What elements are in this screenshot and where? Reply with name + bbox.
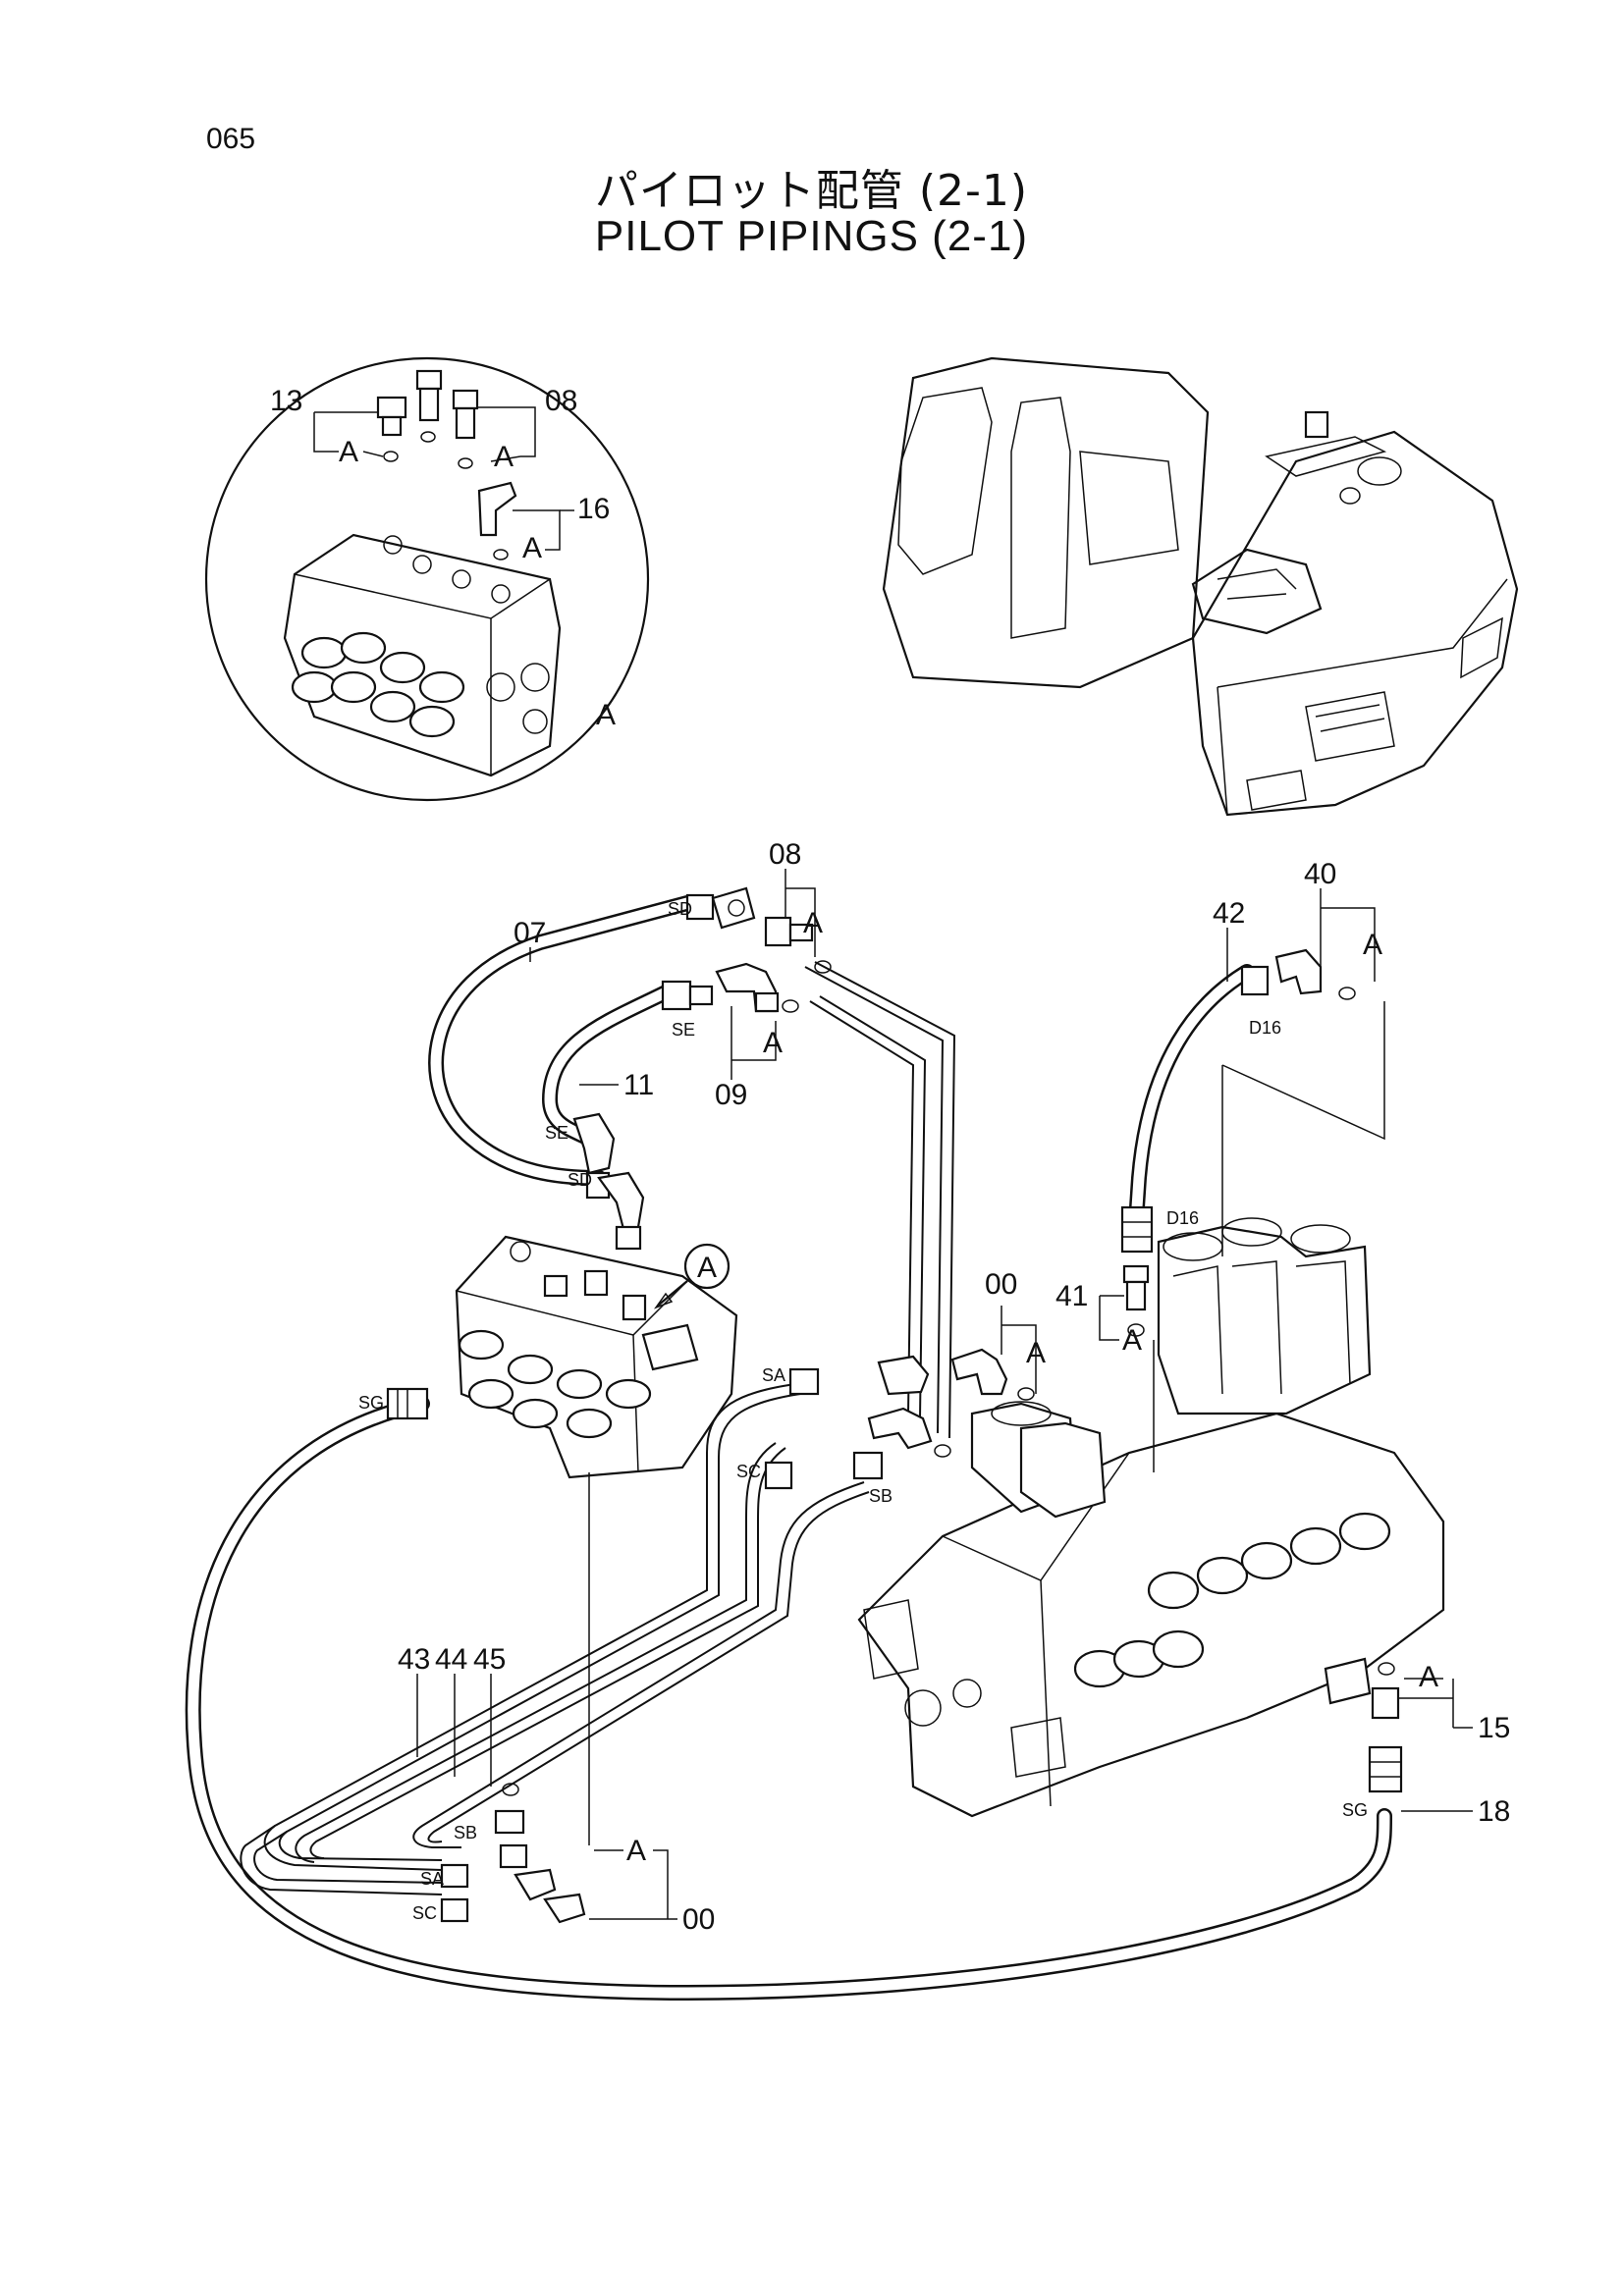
ref-letter-a4: A	[803, 907, 823, 939]
valve-location	[1191, 548, 1323, 635]
detail-oring-2	[420, 431, 436, 443]
hose-07	[428, 895, 695, 1186]
elbow-00-mid	[950, 1348, 1035, 1401]
detail-view-a: 13 A 08 A 16 A A	[204, 356, 650, 802]
fitting-sc-mid	[764, 1461, 793, 1490]
port-sd-1: SD	[668, 899, 692, 919]
pipe-08-run	[804, 961, 956, 1439]
callout-18: 18	[1478, 1795, 1510, 1828]
ref-letter-a7: A	[1122, 1324, 1142, 1357]
fitting-d16-bottom	[1120, 1205, 1154, 1254]
hose-18	[185, 1396, 1392, 2002]
detail-oring-1	[383, 451, 399, 462]
hose-11	[541, 984, 676, 1147]
fitting-se-top	[661, 980, 714, 1011]
detail-circle-label: A	[596, 699, 616, 731]
callout-08b: 08	[769, 838, 801, 871]
cab-door	[1010, 397, 1071, 639]
callout-08a: 08	[545, 385, 577, 417]
callout-44: 44	[435, 1643, 467, 1676]
ref-letter-a1: A	[339, 436, 358, 468]
callout-07: 07	[514, 917, 546, 949]
port-se-1: SE	[672, 1020, 695, 1040]
ref-letter-a8: A	[1026, 1337, 1046, 1369]
callout-45: 45	[473, 1643, 506, 1676]
port-se-2: SE	[545, 1123, 568, 1143]
callout-13: 13	[270, 385, 302, 417]
port-sa-1: SA	[762, 1365, 785, 1385]
cab-window-left	[897, 387, 993, 575]
detail-oring-3	[458, 457, 473, 469]
callout-16: 16	[577, 493, 610, 525]
fitting-d16-top	[1240, 948, 1356, 1000]
control-valve-block	[857, 1217, 1445, 1818]
port-sa-2: SA	[420, 1869, 444, 1889]
title-japanese: パイロット配管 (2-1)	[594, 166, 1029, 216]
hose-42	[1129, 964, 1255, 1215]
fitting-sg-left	[386, 1387, 429, 1420]
leader-13	[313, 411, 378, 453]
port-sb-2: SB	[454, 1823, 477, 1842]
pilot-valve-block	[455, 1235, 738, 1479]
port-sc-2: SC	[412, 1903, 437, 1923]
callout-15: 15	[1478, 1712, 1510, 1744]
callout-11: 11	[623, 1069, 654, 1101]
ref-letter-a6: A	[1363, 929, 1382, 961]
fitting-sd-bottom	[597, 1171, 645, 1251]
page-number: 065	[206, 123, 256, 155]
title-english: PILOT PIPINGS (2-1)	[594, 212, 1029, 260]
adapter-15	[1371, 1662, 1400, 1720]
port-sb-1: SB	[869, 1486, 893, 1506]
pipes-43-44-45	[240, 1383, 870, 1896]
port-d16-2: D16	[1166, 1208, 1199, 1228]
detail-pointer-label: A	[697, 1252, 717, 1284]
callout-00a: 00	[985, 1268, 1017, 1301]
detail-pointer-a: A	[653, 1243, 730, 1309]
callout-00b: 00	[682, 1903, 715, 1936]
adapter-08-main	[764, 916, 832, 974]
detail-plug-13	[376, 396, 407, 437]
detail-oring-4	[493, 549, 509, 561]
excavator-overview	[882, 356, 1519, 817]
ref-letter-a3: A	[522, 532, 542, 564]
callout-43: 43	[398, 1643, 430, 1676]
callout-40: 40	[1304, 858, 1336, 890]
fitting-sa-mid	[788, 1355, 930, 1396]
callout-09: 09	[715, 1079, 747, 1111]
ref-letter-a5: A	[763, 1027, 783, 1059]
ref-letter-a2: A	[494, 441, 514, 473]
detail-elbow-16	[477, 481, 517, 537]
fitting-sd-top	[685, 886, 756, 930]
ref-letter-a10: A	[626, 1835, 646, 1867]
detail-adapters-08	[415, 369, 479, 440]
elbow-09	[715, 962, 799, 1013]
port-sc-1: SC	[736, 1462, 761, 1481]
port-sg-2: SG	[1342, 1800, 1368, 1820]
adapter-41	[1122, 1264, 1150, 1337]
port-d16-1: D16	[1249, 1018, 1281, 1038]
port-labels: SD SD SE SE SG SG SA SA SB SB SC SC D16 …	[358, 899, 1368, 1923]
detail-circle	[204, 356, 650, 802]
fitting-sb-mid	[852, 1407, 951, 1480]
callouts-main: 07 08 A 09 A 11 40 A 42 41 A 00 A A 15	[398, 838, 1510, 1936]
fittings-lower-left	[440, 1783, 586, 1924]
ref-letter-a9: A	[1419, 1661, 1438, 1693]
callout-42: 42	[1213, 897, 1245, 930]
detail-valve-block	[283, 533, 562, 777]
fitting-sg-right	[1368, 1745, 1403, 1793]
exhaust-cap	[1304, 410, 1329, 439]
cab-window-right	[1079, 451, 1179, 565]
port-sg-1: SG	[358, 1393, 384, 1413]
port-sd-2: SD	[568, 1170, 592, 1190]
callout-41: 41	[1055, 1280, 1088, 1312]
